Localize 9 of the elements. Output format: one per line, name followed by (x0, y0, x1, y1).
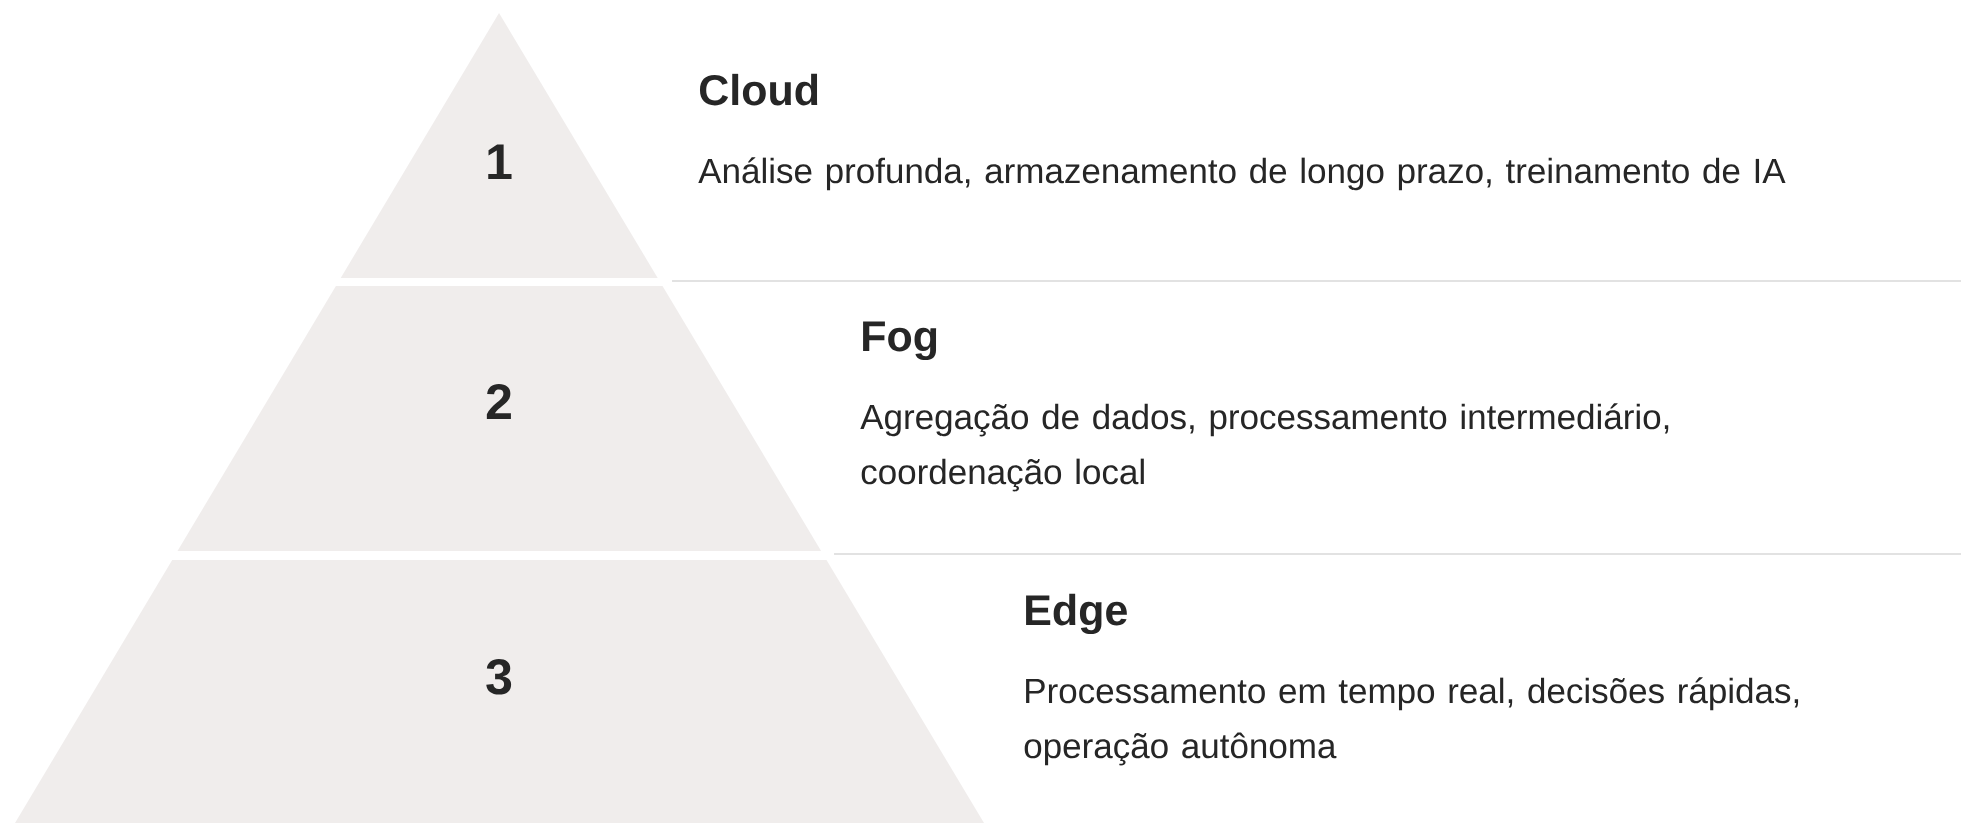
layer-heading: Fog (863, 321, 937, 361)
layer-description: Processamento em tempo real, decisões rápidas, operação autônoma (1024, 677, 1799, 766)
layer-heading: Edge (1026, 593, 1127, 635)
pyramid-layer: 3 (15, 560, 984, 823)
layer-description: Análise profunda, armazenamento de longo prazo, treinamento de IA (698, 157, 1786, 191)
layer-description: Agregação de dados, processamento intermediário, coordenação local (860, 403, 1669, 492)
pyramid-layer: 1 (340, 13, 658, 278)
pyramid-layer: 2 (177, 286, 822, 551)
layer-heading: Cloud (699, 73, 818, 106)
